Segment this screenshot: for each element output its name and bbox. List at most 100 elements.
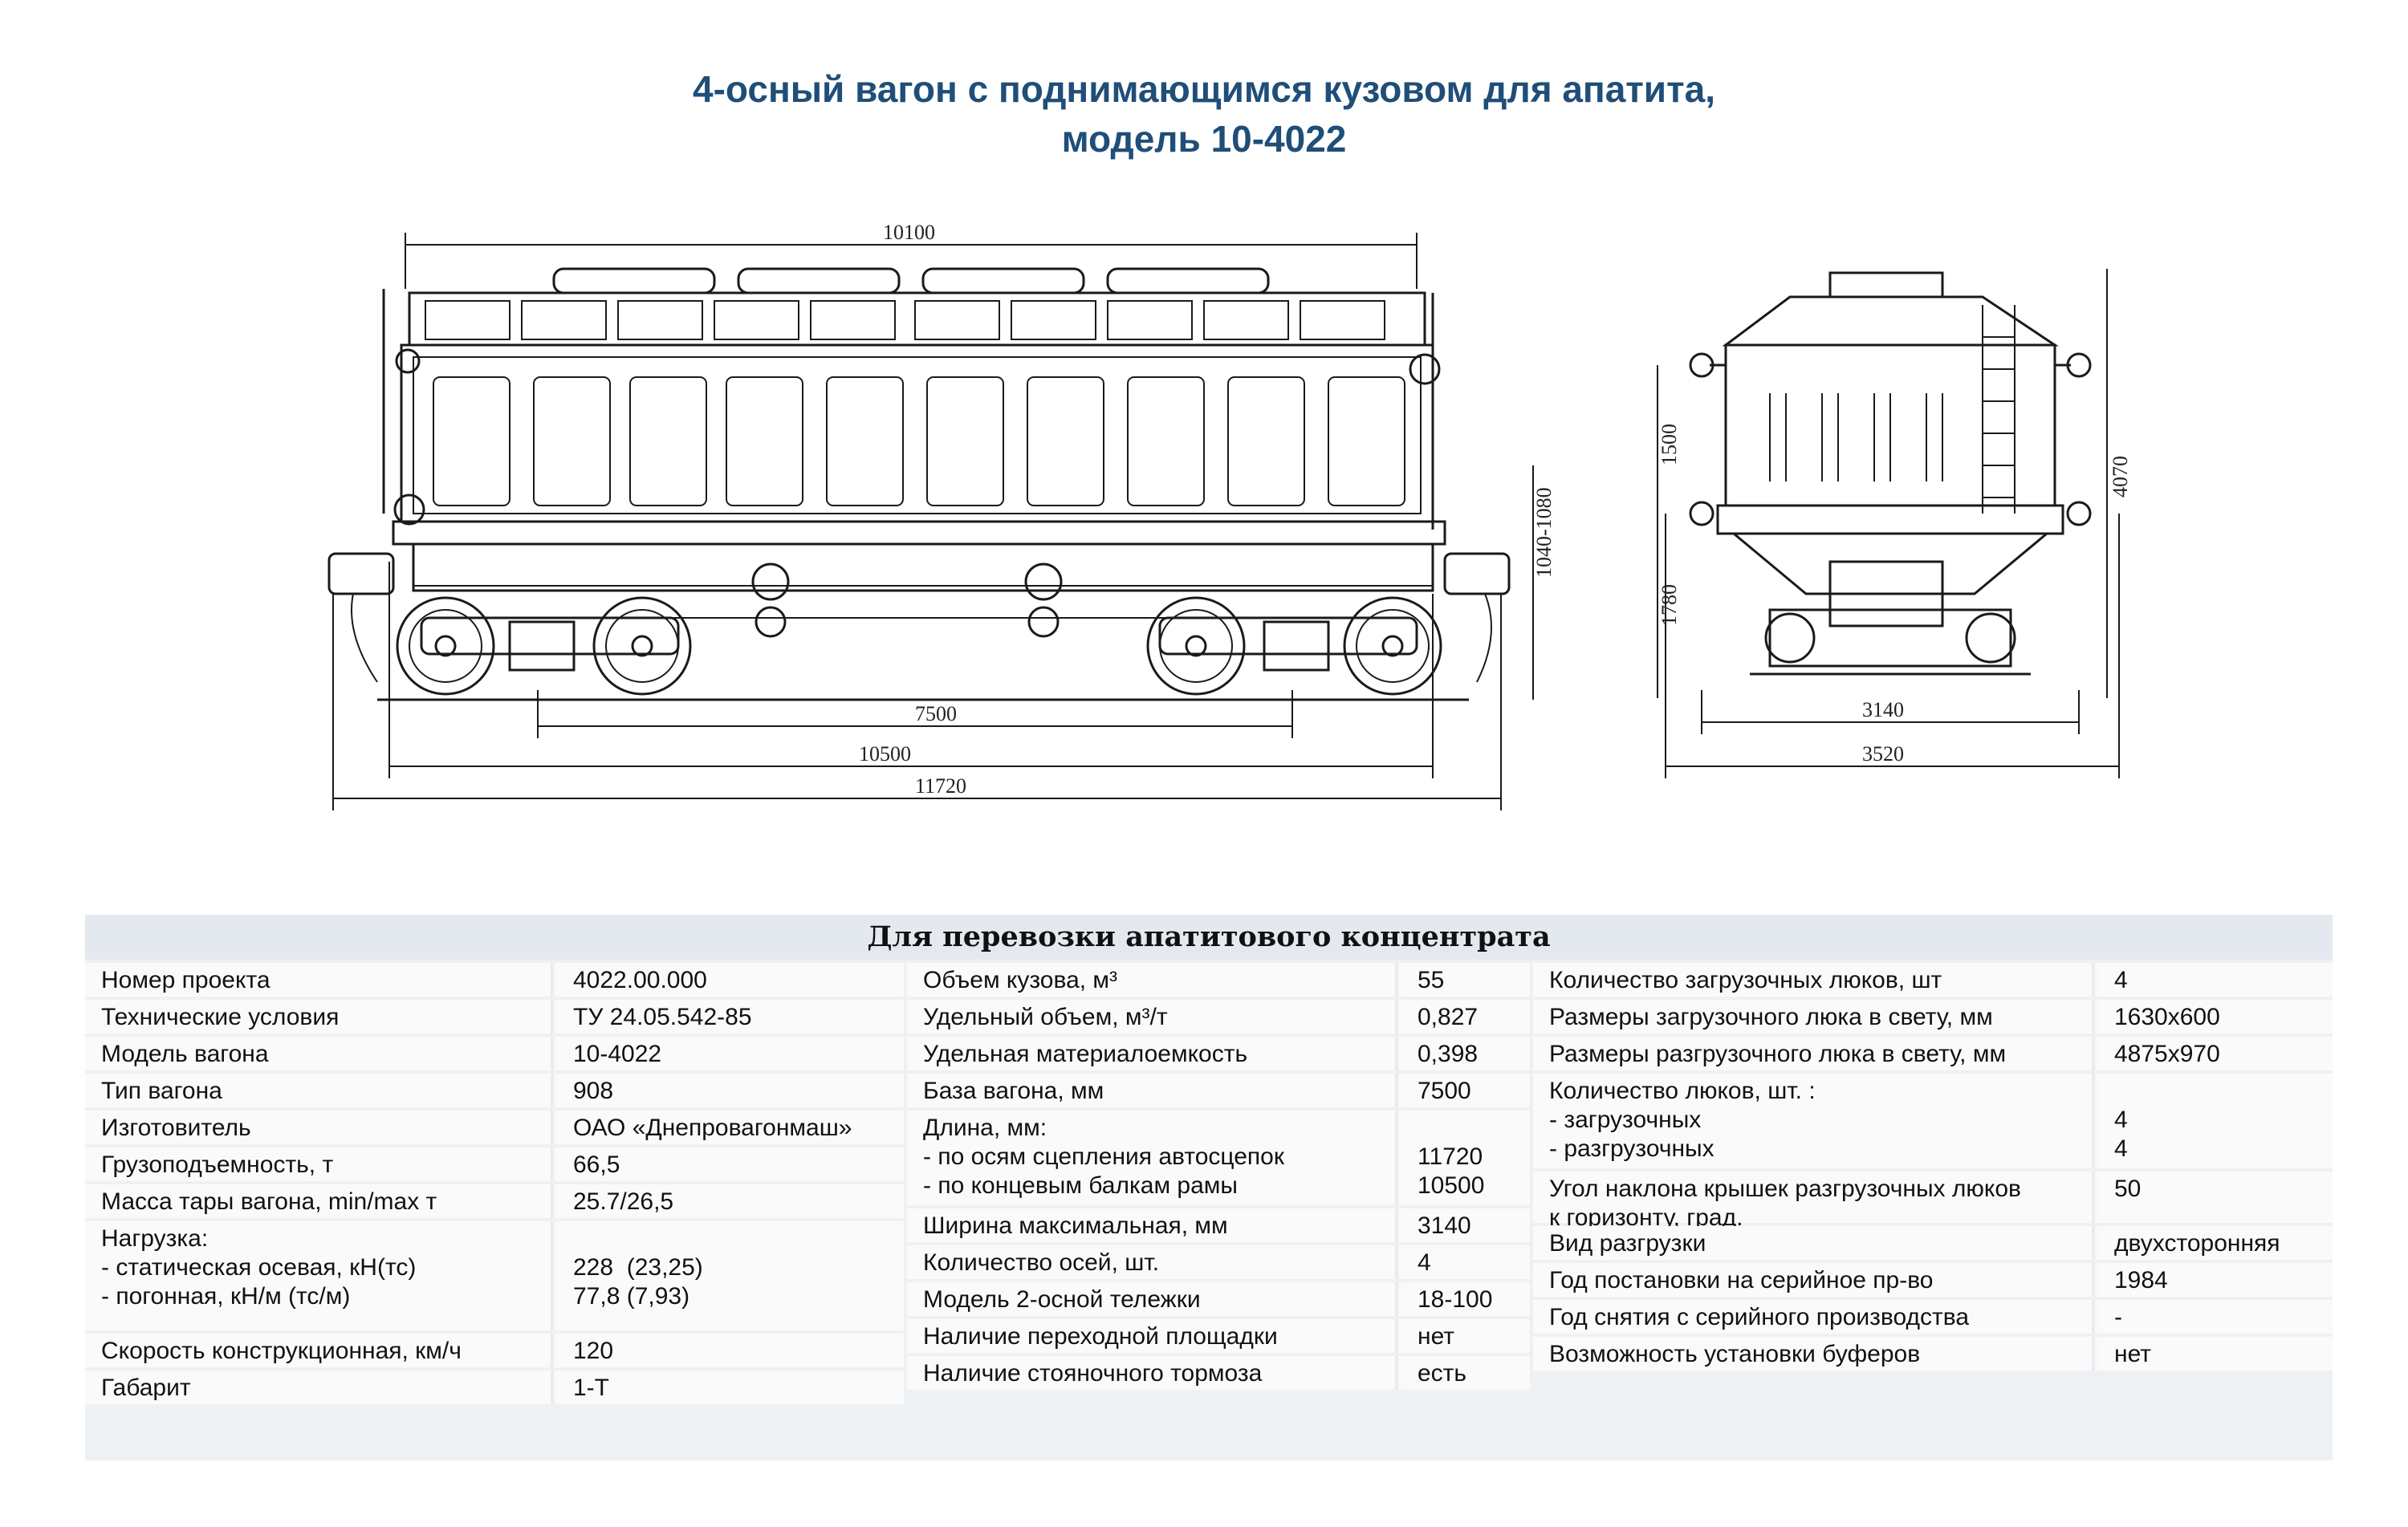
spec-value: 908 <box>557 1074 904 1107</box>
spec-label: Удельная материалоемкость <box>907 1037 1398 1070</box>
spec-value: 3140 <box>1401 1208 1530 1242</box>
dim-4070: 4070 <box>2109 456 2132 497</box>
spec-value: 50 <box>2098 1172 2333 1223</box>
spec-label: Масса тары вагона, min/max т <box>85 1184 554 1218</box>
spec-label: Количество люков, шт. : - загрузочных - … <box>1533 1074 2095 1168</box>
spec-label: Технические условия <box>85 1000 554 1034</box>
spec-value: 0,398 <box>1401 1037 1530 1070</box>
wagon-drawing: 10100 7500 10500 11720 1040-1080 1500 17… <box>327 221 2132 810</box>
spec-label: Удельный объем, м³/т <box>907 1000 1398 1034</box>
spec-value: 4 <box>1401 1245 1530 1279</box>
spec-value: ОАО «Днепровагонмаш» <box>557 1111 904 1144</box>
spec-value: 25.7/26,5 <box>557 1184 904 1218</box>
spec-value: есть <box>1401 1356 1530 1390</box>
page-title: 4-осный вагон с поднимающимся кузовом дл… <box>0 64 2408 164</box>
spec-value: 11720 10500 <box>1401 1111 1530 1205</box>
spec-value: 4 <box>2098 963 2333 997</box>
spec-row: Количество люков, шт. : - загрузочных - … <box>1533 1074 2333 1168</box>
spec-label: Размеры загрузочного люка в свету, мм <box>1533 1000 2095 1034</box>
spec-value: ТУ 24.05.542-85 <box>557 1000 904 1034</box>
dim-3140: 3140 <box>1862 698 1904 721</box>
spec-table: Для перевозки апатитового концентрата Но… <box>85 915 2333 1460</box>
spec-value: 55 <box>1401 963 1530 997</box>
spec-label: Объем кузова, м³ <box>907 963 1398 997</box>
spec-value: 0,827 <box>1401 1000 1530 1034</box>
spec-value: 4875х970 <box>2098 1037 2333 1070</box>
spec-label: Тип вагона <box>85 1074 554 1107</box>
dim-1040-1080: 1040-1080 <box>1532 487 1556 578</box>
dim-7500: 7500 <box>915 702 957 725</box>
spec-label: Год снятия с серийного производства <box>1533 1300 2095 1334</box>
spec-value: 4022.00.000 <box>557 963 904 997</box>
spec-value: - <box>2098 1300 2333 1334</box>
spec-value: нет <box>1401 1319 1530 1353</box>
spec-label: База вагона, мм <box>907 1074 1398 1107</box>
title-line-2: модель 10-4022 <box>1061 118 1347 160</box>
spec-label: Номер проекта <box>85 963 554 997</box>
spec-label: Размеры разгрузочного люка в свету, мм <box>1533 1037 2095 1070</box>
spec-value: 228 (23,25) 77,8 (7,93) <box>557 1221 904 1330</box>
spec-label: Модель вагона <box>85 1037 554 1070</box>
spec-label: Угол наклона крышек разгрузочных люков к… <box>1533 1172 2095 1231</box>
title-line-1: 4-осный вагон с поднимающимся кузовом дл… <box>693 68 1715 110</box>
dim-3520: 3520 <box>1862 742 1904 766</box>
spec-row: Год снятия с серийного производства- <box>1533 1300 2333 1334</box>
spec-label: Грузоподъемность, т <box>85 1147 554 1181</box>
spec-label: Модель 2-осной тележки <box>907 1282 1398 1316</box>
side-view <box>327 233 1534 810</box>
dim-1780: 1780 <box>1658 584 1681 626</box>
spec-label: Длина, мм: - по осям сцепления автосцепо… <box>907 1111 1398 1205</box>
dim-11720: 11720 <box>915 774 966 798</box>
spec-value: 1984 <box>2098 1263 2333 1297</box>
spec-label: Вид разгрузки <box>1533 1226 2095 1260</box>
spec-table-heading: Для перевозки апатитового концентрата <box>85 915 2333 960</box>
spec-label: Скорость конструкционная, км/ч <box>85 1334 554 1367</box>
spec-label: Изготовитель <box>85 1111 554 1144</box>
spec-row: Нагрузка: - статическая осевая, кН(тс) -… <box>85 1221 904 1330</box>
spec-label: Количество осей, шт. <box>907 1245 1398 1279</box>
spec-value: 1630х600 <box>2098 1000 2333 1034</box>
spec-label: Возможность установки буферов <box>1533 1337 2095 1371</box>
spec-value: 1-Т <box>557 1371 904 1404</box>
spec-row: Угол наклона крышек разгрузочных люков к… <box>1533 1172 2333 1231</box>
spec-label: Габарит <box>85 1371 554 1404</box>
spec-row: Длина, мм: - по осям сцепления автосцепо… <box>907 1111 1530 1205</box>
spec-value: 18-100 <box>1401 1282 1530 1316</box>
spec-label: Год постановки на серийное пр-во <box>1533 1263 2095 1297</box>
spec-value: 4 4 <box>2098 1074 2333 1168</box>
spec-value: 66,5 <box>557 1147 904 1181</box>
spec-label: Наличие переходной площадки <box>907 1319 1398 1353</box>
end-view <box>1657 269 2120 778</box>
dim-10100: 10100 <box>883 221 935 244</box>
dim-10500: 10500 <box>859 742 911 766</box>
spec-label: Ширина максимальная, мм <box>907 1208 1398 1242</box>
spec-value: нет <box>2098 1337 2333 1371</box>
spec-value: 120 <box>557 1334 904 1367</box>
spec-value: двухсторонняя <box>2098 1226 2333 1260</box>
spec-row: Количество осей, шт.4 <box>907 1245 1530 1279</box>
spec-label: Количество загрузочных люков, шт <box>1533 963 2095 997</box>
dim-1500: 1500 <box>1658 424 1681 465</box>
spec-label: Наличие стояночного тормоза <box>907 1356 1398 1390</box>
spec-label: Нагрузка: - статическая осевая, кН(тс) -… <box>85 1221 554 1330</box>
